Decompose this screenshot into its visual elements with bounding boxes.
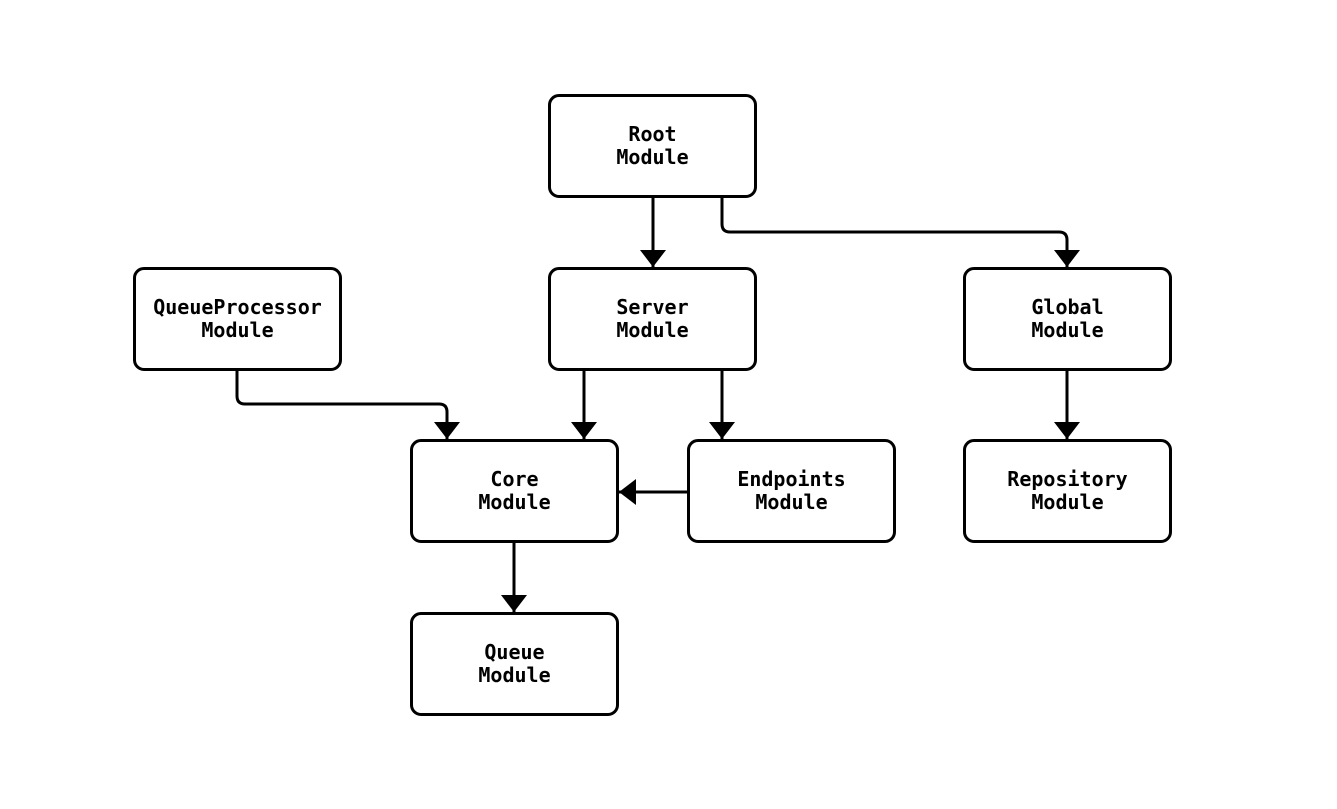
node-repository-module: Repository Module <box>963 439 1172 543</box>
node-label-line: Repository <box>1007 467 1128 491</box>
node-label-line: Endpoints <box>737 467 846 491</box>
node-label-line: Server <box>616 295 689 319</box>
node-label-line: Module <box>1031 318 1104 342</box>
node-label-line: QueueProcessor <box>153 295 322 319</box>
node-label-line: Root <box>628 122 677 146</box>
node-label-line: Module <box>755 490 828 514</box>
node-label-line: Module <box>616 145 689 169</box>
edge-queueprocessor-to-core <box>235 371 460 439</box>
node-queue-module: Queue Module <box>410 612 619 716</box>
node-label-line: Module <box>201 318 274 342</box>
node-label-line: Global <box>1031 295 1104 319</box>
edge-root-to-global <box>720 198 1080 267</box>
node-root-module: Root Module <box>548 94 757 198</box>
node-label-line: Module <box>478 490 551 514</box>
node-queueprocessor-module: QueueProcessor Module <box>133 267 342 371</box>
node-label-line: Module <box>1031 490 1104 514</box>
node-label-line: Queue <box>484 640 545 664</box>
node-global-module: Global Module <box>963 267 1172 371</box>
node-endpoints-module: Endpoints Module <box>687 439 896 543</box>
node-server-module: Server Module <box>548 267 757 371</box>
node-label-line: Module <box>478 663 551 687</box>
node-core-module: Core Module <box>410 439 619 543</box>
node-label-line: Core <box>490 467 539 491</box>
node-label-line: Module <box>616 318 689 342</box>
